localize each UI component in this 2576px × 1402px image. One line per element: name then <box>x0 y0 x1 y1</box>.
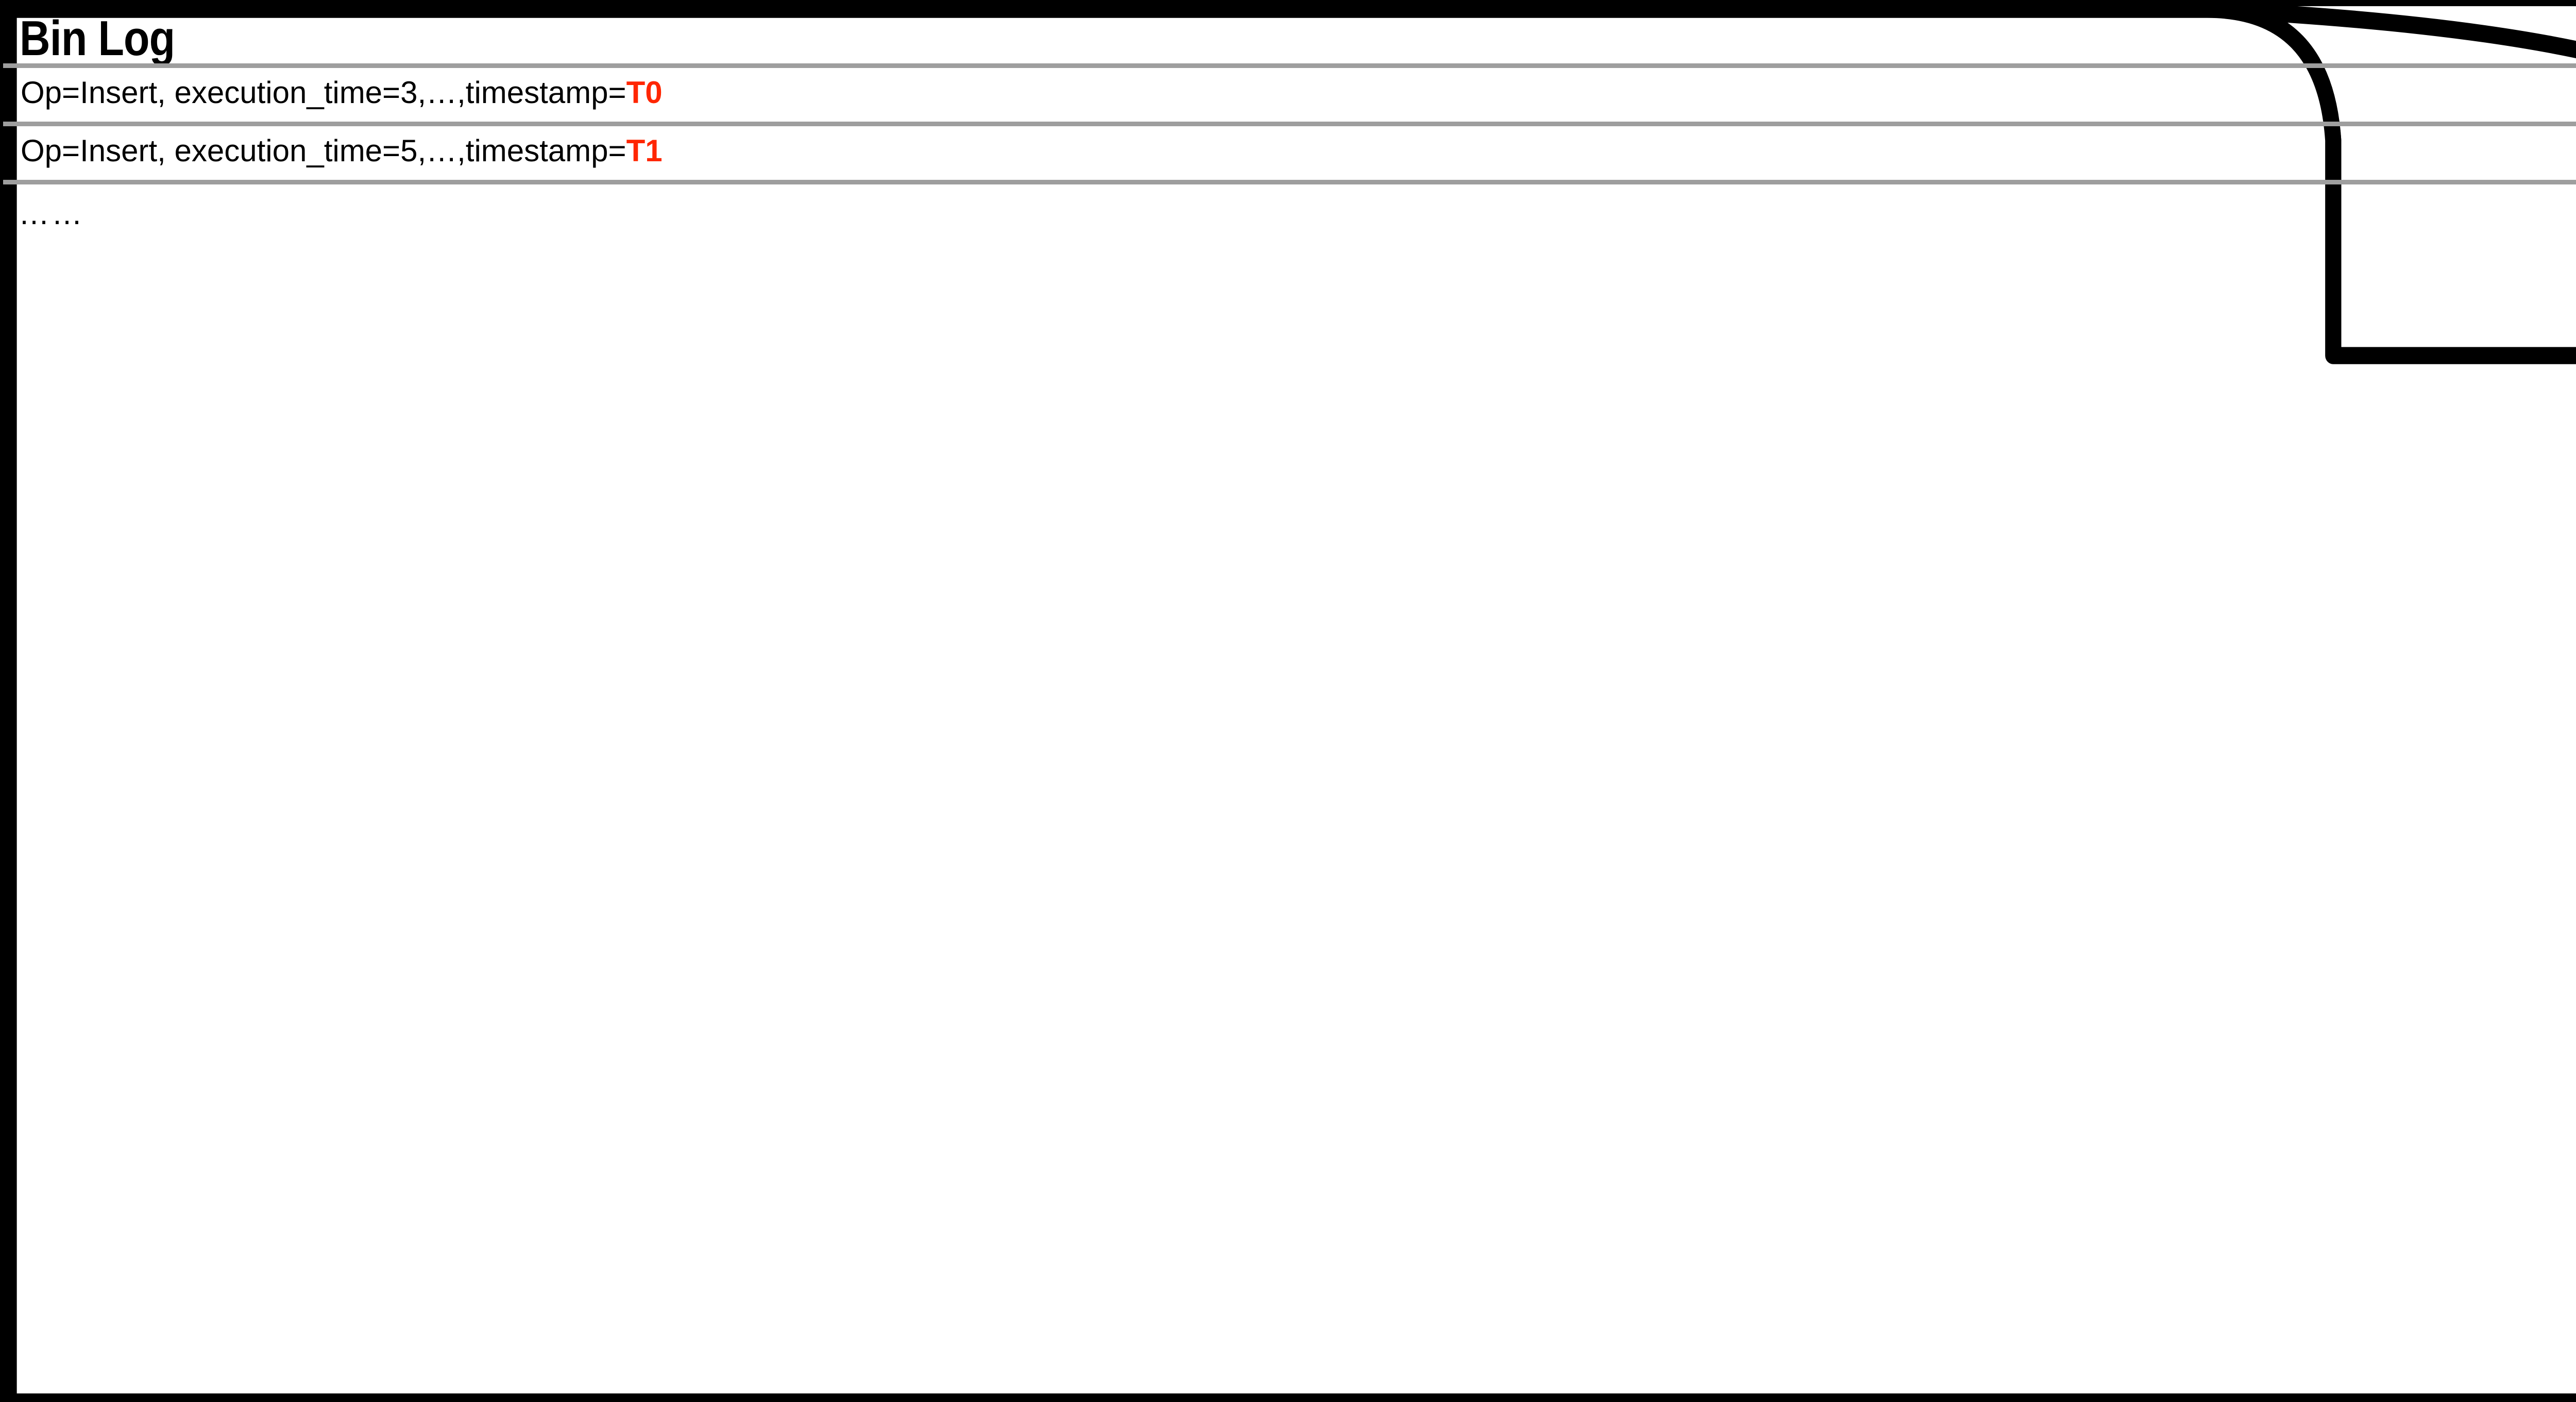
bin-log-row: Op=Insert, execution_time=3,…,timestamp=… <box>0 63 2576 122</box>
bin-log-row-text: Op=Insert, execution_time=5,…,timestamp= <box>21 133 626 168</box>
bin-log-row: Op=Insert, execution_time=5,…,timestamp=… <box>0 122 2576 180</box>
doc-divider <box>3 180 2576 184</box>
bin-log-row: …… <box>0 180 2576 247</box>
bin-log-row-text: Op=Insert, execution_time=3,…,timestamp= <box>21 75 626 110</box>
doc-divider <box>3 63 2576 68</box>
bin-log-row-timestamp: T1 <box>626 133 663 168</box>
bin-log-row-timestamp: T0 <box>626 75 663 110</box>
doc-divider <box>3 122 2576 126</box>
bin-log-title: Bin Log <box>20 11 175 66</box>
bin-log-row-ellipsis: …… <box>19 196 84 231</box>
